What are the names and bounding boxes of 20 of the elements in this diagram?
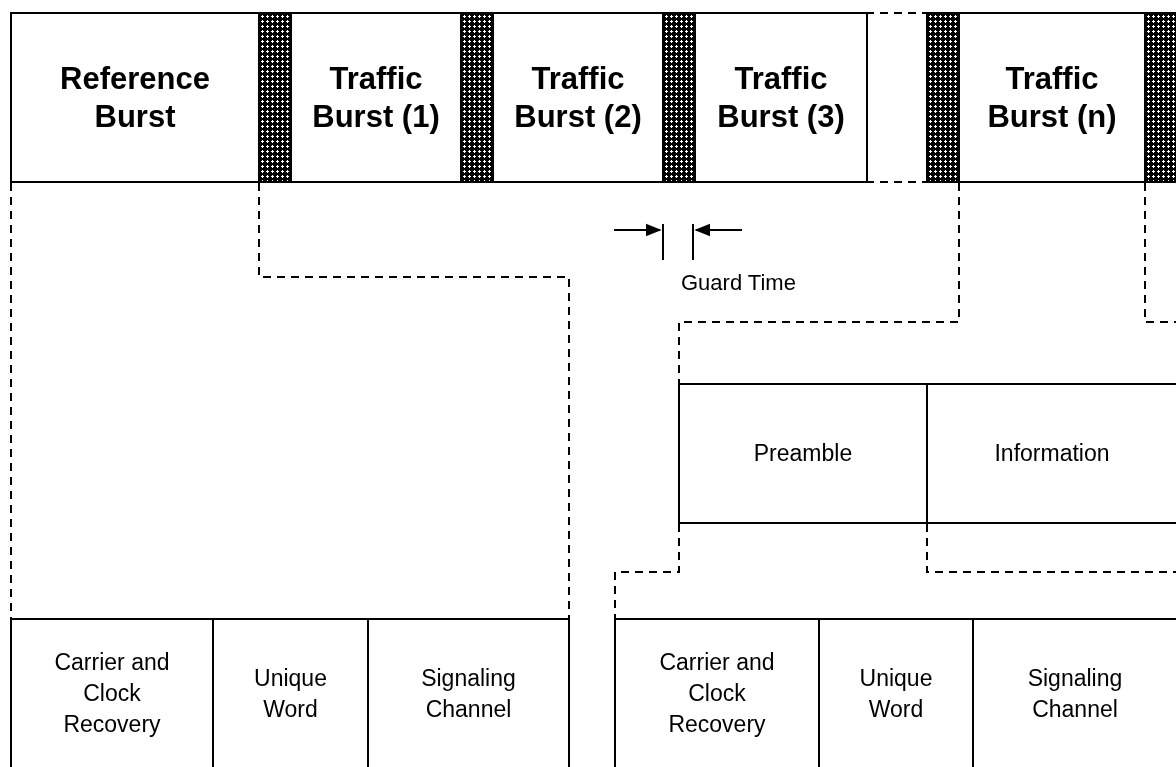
expansion-line	[258, 182, 570, 619]
guard-time-bar	[662, 12, 696, 183]
burst-box: Traffic Burst (3)	[694, 12, 868, 183]
burst-box: Traffic Burst (2)	[492, 12, 664, 183]
guard-time-bar	[258, 12, 292, 183]
guard-time-bar	[460, 12, 494, 183]
expansion-line	[614, 523, 680, 619]
field-box: Preamble	[678, 383, 928, 524]
field-box: Information	[926, 383, 1176, 524]
expansion-line	[10, 182, 12, 619]
burst-box: Traffic Burst (n)	[958, 12, 1146, 183]
burst-box: Traffic Burst (1)	[290, 12, 462, 183]
guard-time-bar	[926, 12, 960, 183]
field-box: Carrier and Clock Recovery	[10, 618, 214, 767]
burst-box: Reference Burst	[10, 12, 260, 183]
guard-time-bar	[1144, 12, 1176, 183]
dimension-label: Guard Time	[681, 270, 796, 296]
expansion-line	[678, 182, 960, 384]
field-box: Carrier and Clock Recovery	[614, 618, 820, 767]
field-box: Signaling Channel	[367, 618, 570, 767]
